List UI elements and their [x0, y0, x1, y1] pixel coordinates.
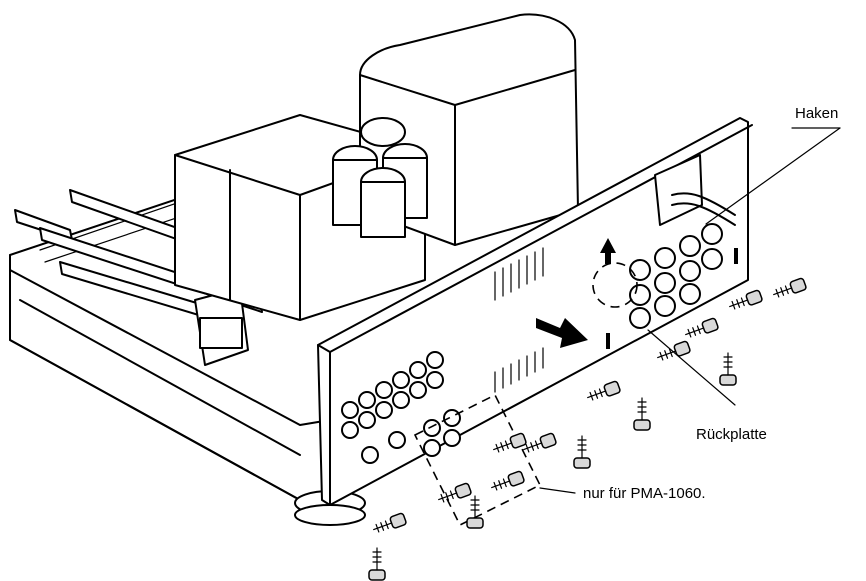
- vent-slots-upper: [494, 247, 544, 301]
- speaker-terminals: [629, 223, 723, 329]
- arrow-icon: [536, 238, 616, 348]
- capacitors: [332, 117, 428, 238]
- jack-cluster-left: [341, 351, 461, 464]
- hook-label: Haken: [795, 105, 839, 122]
- leader-lines: [539, 127, 841, 494]
- vent-slots-lower: [494, 347, 544, 393]
- screw-icon: [368, 277, 807, 581]
- pma-1060-note: nur für PMA-1060.: [583, 485, 706, 502]
- rear-panel-label: Rückplatte: [696, 426, 767, 443]
- rear-panel: [317, 117, 753, 506]
